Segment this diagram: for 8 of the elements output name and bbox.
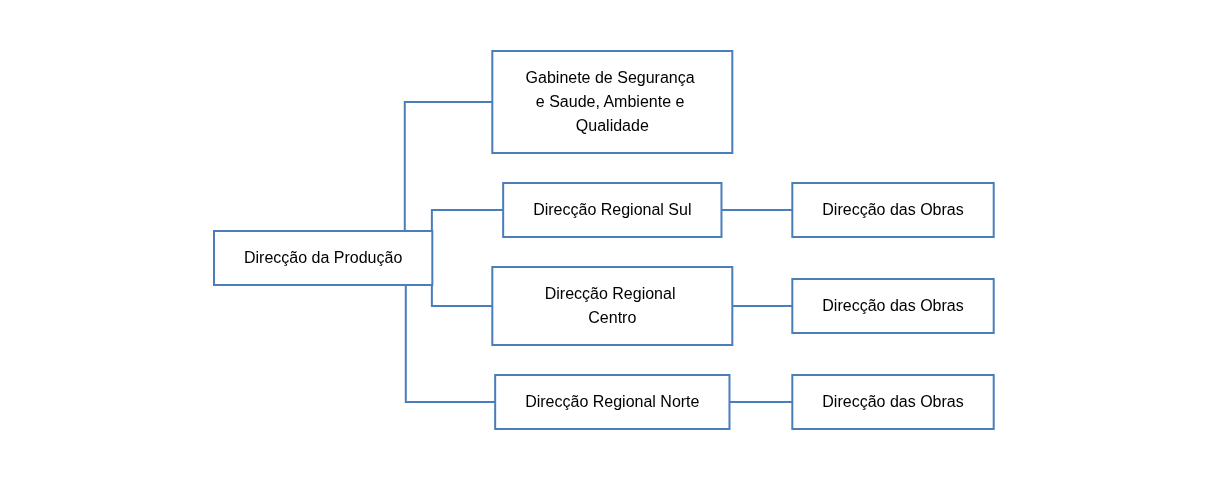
node-box: Direcção das Obras [790, 181, 995, 238]
node-box: Direcção das Obras [790, 277, 995, 334]
node-box: Direcção Regional Centro [490, 265, 733, 346]
node-box: Direcção da Produção [212, 229, 433, 286]
node-box: Direcção Regional Sul [501, 181, 723, 238]
node-box: Gabinete de Segurança e Saude, Ambiente e Qualidade [490, 49, 733, 154]
node-box: Direcção Regional Norte [493, 373, 731, 430]
node-box: Direcção das Obras [790, 373, 995, 430]
